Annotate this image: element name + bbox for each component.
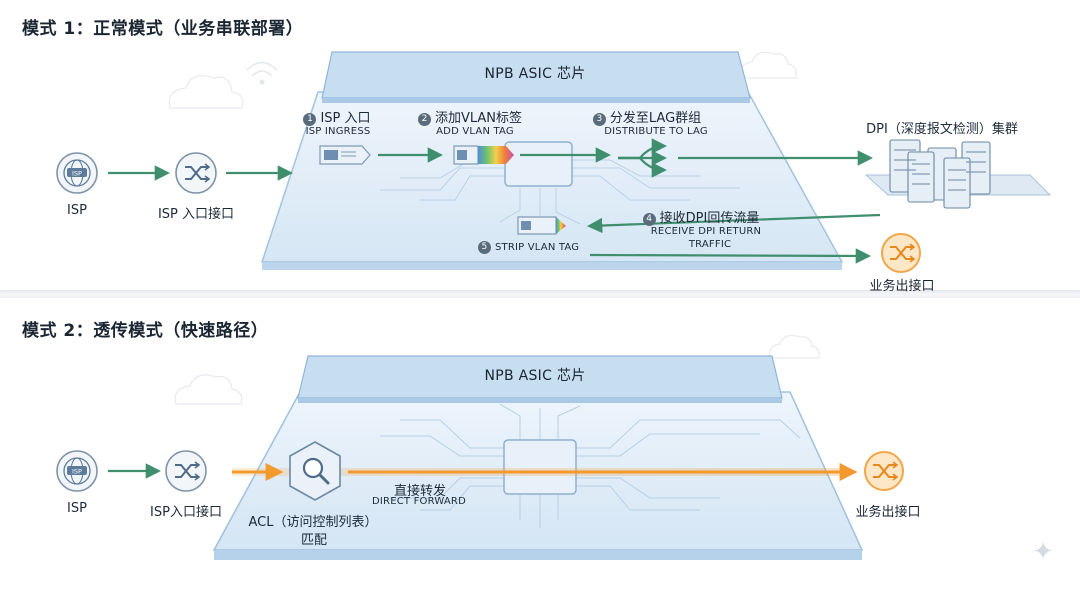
mode2-title: 模式 2：透传模式（快速路径）	[22, 321, 269, 341]
svg-text:ISP: ISP	[72, 468, 82, 476]
step2-en: ADD VLAN TAG	[436, 126, 514, 137]
globe-icon: ISP	[56, 450, 98, 492]
packet-icon-strip	[517, 216, 566, 235]
dpi-cluster-label: DPI（深度报文检测）集群	[866, 122, 1018, 137]
asic-chip-label: NPB ASIC 芯片	[484, 66, 586, 82]
direct-forward-en: DIRECT FORWARD	[372, 496, 466, 507]
cloud-icon	[168, 51, 797, 109]
cloud-icon	[174, 334, 820, 405]
mode1-diagram: ISP	[56, 51, 1052, 273]
shuffle-icon	[165, 450, 207, 492]
mode1-panel: 模式 1：正常模式（业务串联部署）	[0, 0, 1080, 294]
shuffle-icon	[175, 152, 217, 194]
server-rack-icon	[864, 139, 1052, 209]
step3-en: DISTRIBUTE TO LAG	[604, 126, 708, 137]
out-port-label: 业务出接口	[869, 279, 935, 294]
isp-label: ISP	[67, 203, 87, 218]
step1-en: ISP INGRESS	[305, 126, 371, 137]
acl-label-line2: 匹配	[300, 533, 327, 548]
shuffle-icon	[864, 451, 904, 491]
step4-en-line2: TRAFFIC	[688, 239, 732, 250]
sparkle-icon: ✦	[1032, 537, 1054, 567]
globe-icon: ISP	[56, 152, 98, 194]
isp-label: ISP	[67, 501, 87, 516]
wifi-icon	[246, 61, 278, 85]
acl-label: ACL（访问控制列表）	[248, 515, 378, 530]
direct-forward-label: 直接转发	[393, 484, 446, 499]
mode1-title: 模式 1：正常模式（业务串联部署）	[22, 19, 304, 39]
out-port-label: 业务出接口	[855, 505, 921, 520]
asic-chip-icon	[504, 141, 573, 187]
asic-chip-icon	[503, 439, 577, 495]
mode2-panel: 模式 2：透传模式（快速路径）	[0, 298, 1080, 591]
isp-in-port-label: ISP 入口接口	[157, 207, 235, 222]
packet-icon-ingress	[319, 145, 371, 165]
shuffle-icon	[881, 233, 921, 273]
svg-text:ISP: ISP	[72, 170, 82, 178]
mode2-diagram: ISP	[56, 334, 904, 560]
step4-en: RECEIVE DPI RETURN	[650, 226, 762, 237]
packet-icon-vlan-tagged	[453, 145, 514, 165]
asic-chip-label: NPB ASIC 芯片	[484, 368, 586, 384]
isp-in-port-label: ISP入口接口	[150, 505, 222, 520]
search-icon	[289, 441, 341, 501]
